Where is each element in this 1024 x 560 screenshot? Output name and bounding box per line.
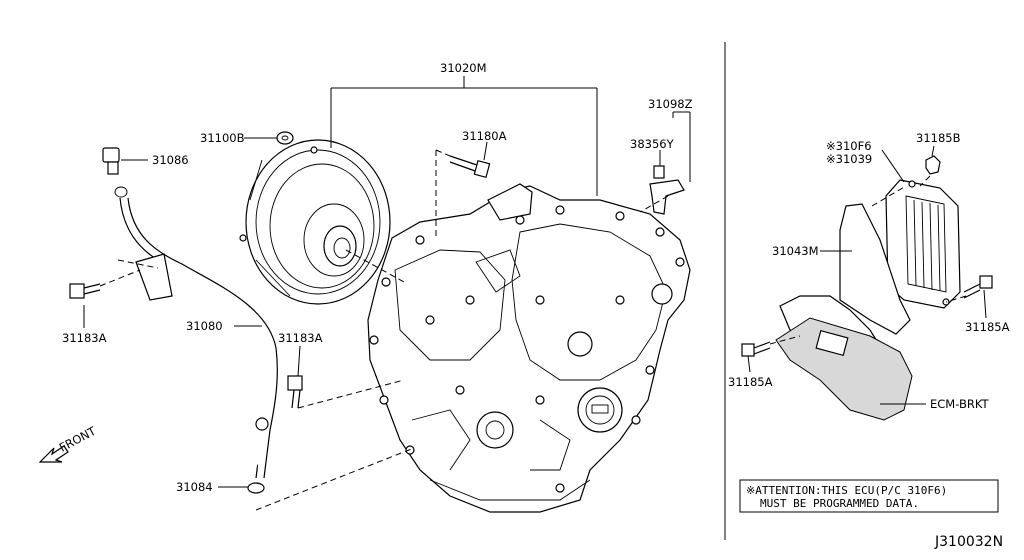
nut-31100b (276, 131, 294, 145)
attention-note-line2: MUST BE PROGRAMMED DATA. (760, 497, 919, 510)
oil-level-gauge-31086 (102, 147, 128, 198)
front-direction-arrow: FRONT (38, 423, 99, 463)
label-31086: 31086 (152, 153, 189, 167)
label-31180a: 31180A (462, 129, 507, 143)
label-31043m: 31043M (772, 244, 819, 258)
bolt-31185a-right (963, 275, 993, 299)
label-31183a-left: 31183A (62, 331, 107, 345)
bolt-31180a (449, 155, 491, 179)
label-31100b: 31100B (200, 131, 245, 145)
front-label: FRONT (57, 423, 99, 454)
diagram-code: J310032N (934, 534, 1003, 550)
ecm-bracket (775, 317, 913, 421)
attention-note-line1: ※ATTENTION:THIS ECU(P/C 310F6) (746, 484, 947, 497)
label-ecm-brkt: ECM-BRKT (930, 397, 989, 411)
label-38356y: 38356Y (630, 137, 675, 151)
label-31185a-left: 31185A (728, 375, 773, 389)
bolt-31183a-left (69, 283, 101, 299)
o-ring-31084 (247, 482, 265, 494)
label-31084: 31084 (176, 480, 213, 494)
ecu-module-310f6 (885, 179, 961, 309)
label-31020m: 31020M (440, 61, 487, 75)
label-31039: ※31039 (826, 152, 872, 166)
fitting-38356y (649, 165, 685, 215)
nut-31185b (925, 155, 941, 175)
label-310f6: ※310F6 (826, 139, 872, 153)
attention-note: ※ATTENTION:THIS ECU(P/C 310F6) MUST BE P… (739, 479, 999, 513)
label-31185b: 31185B (916, 131, 961, 145)
assembly-lines (99, 149, 967, 511)
label-31183a-mid: 31183A (278, 331, 323, 345)
transmission-assembly (367, 183, 691, 513)
torque-converter (239, 139, 391, 305)
label-31098z: 31098Z (648, 97, 693, 111)
bolt-31183a-mid (287, 375, 303, 409)
label-31185a-right: 31185A (965, 320, 1010, 334)
label-31080: 31080 (186, 319, 223, 333)
bolt-31185a-left (741, 341, 771, 357)
leader-lines (83, 76, 987, 488)
